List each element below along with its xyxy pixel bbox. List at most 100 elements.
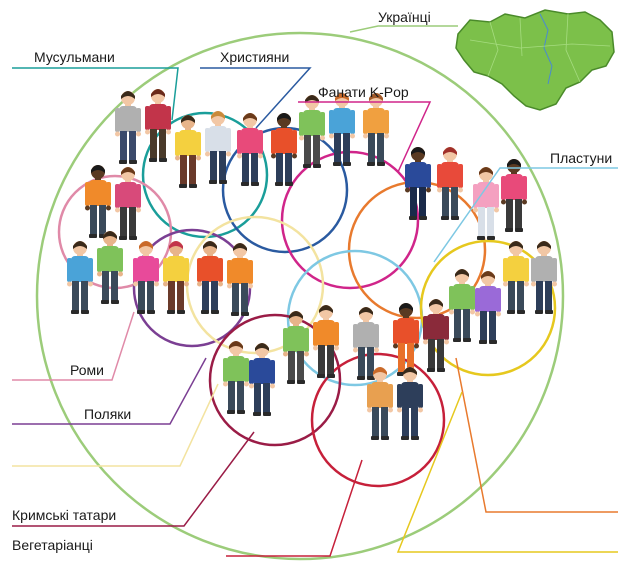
person-part xyxy=(242,153,249,183)
person-part xyxy=(303,164,311,168)
person-part xyxy=(552,258,557,282)
person-icon xyxy=(67,241,93,314)
person-part xyxy=(458,187,463,193)
person-part xyxy=(166,129,171,135)
person-part xyxy=(297,351,304,381)
person-part xyxy=(350,110,355,134)
person-part xyxy=(313,345,318,351)
person-part xyxy=(223,358,228,382)
person-part xyxy=(115,184,120,208)
person-icon xyxy=(393,303,419,376)
ukraine-map-river xyxy=(539,13,553,85)
person-part xyxy=(72,281,79,311)
person-part xyxy=(241,283,248,313)
person-part xyxy=(71,310,79,314)
person-part xyxy=(453,338,461,342)
person-part xyxy=(393,343,398,349)
person-part xyxy=(88,281,93,287)
label-muslims: Мусульмани xyxy=(34,49,115,65)
person-part xyxy=(479,286,497,312)
person-part xyxy=(205,128,210,152)
person-part xyxy=(505,228,513,232)
person-part xyxy=(202,281,209,311)
person-icon xyxy=(299,95,325,168)
person-part xyxy=(393,320,398,344)
person-part xyxy=(524,281,529,287)
person-part xyxy=(418,407,423,413)
leader-kpop xyxy=(298,101,432,173)
person-part xyxy=(287,380,295,384)
person-part xyxy=(167,310,175,314)
person-part xyxy=(210,151,217,181)
person-part xyxy=(229,341,243,349)
person-part xyxy=(409,162,427,188)
person-part xyxy=(115,207,120,213)
person-part xyxy=(115,108,120,132)
label-roma: Роми xyxy=(70,362,104,378)
person-part xyxy=(313,164,321,168)
person-part xyxy=(129,236,137,240)
person-part xyxy=(437,164,442,188)
person-part xyxy=(381,436,389,440)
person-part xyxy=(151,89,165,97)
person-part xyxy=(138,281,145,311)
person-part xyxy=(101,300,109,304)
person-part xyxy=(121,91,135,99)
person-part xyxy=(196,132,201,156)
person-part xyxy=(463,309,470,339)
person-part xyxy=(203,241,217,249)
person-part xyxy=(253,412,261,416)
person-part xyxy=(150,129,157,159)
person-part xyxy=(545,310,553,314)
person-part xyxy=(427,314,445,340)
person-part xyxy=(451,187,458,217)
person-part xyxy=(388,407,393,413)
person-part xyxy=(357,376,365,380)
person-part xyxy=(231,258,249,284)
person-part xyxy=(489,340,497,344)
person-part xyxy=(427,368,435,372)
leader-crimean-tatars-2 xyxy=(12,431,255,527)
person-part xyxy=(441,216,449,220)
person-part xyxy=(101,246,119,272)
person-part xyxy=(102,271,109,301)
person-part xyxy=(136,207,141,213)
person-part xyxy=(367,407,372,413)
person-icon xyxy=(271,113,297,186)
person-part xyxy=(401,382,419,408)
person-part xyxy=(509,241,523,249)
person-part xyxy=(271,153,276,159)
person-part xyxy=(320,135,325,141)
person-part xyxy=(535,310,543,314)
person-part xyxy=(271,130,276,154)
person-part xyxy=(244,358,249,382)
person-icon xyxy=(475,271,501,344)
person-part xyxy=(227,410,235,414)
person-part xyxy=(374,347,379,353)
person-part xyxy=(372,407,379,437)
person-part xyxy=(209,126,227,152)
person-part xyxy=(327,345,334,375)
person-part xyxy=(106,205,111,211)
person-part xyxy=(89,180,107,206)
person-part xyxy=(477,182,495,208)
person-part xyxy=(369,93,383,101)
person-part xyxy=(407,343,414,373)
person-icon xyxy=(367,367,393,440)
person-part xyxy=(305,95,319,103)
person-part xyxy=(371,436,379,440)
person-part xyxy=(358,347,365,377)
person-part xyxy=(270,383,275,389)
person-part xyxy=(120,207,127,237)
person-part xyxy=(248,283,253,289)
person-part xyxy=(258,130,263,154)
person-part xyxy=(368,133,375,163)
person-part xyxy=(136,131,141,137)
person-part xyxy=(115,131,120,137)
person-part xyxy=(285,153,292,183)
person-part xyxy=(397,407,402,413)
person-part xyxy=(367,162,375,166)
person-part xyxy=(353,324,358,348)
person-part xyxy=(231,312,239,316)
